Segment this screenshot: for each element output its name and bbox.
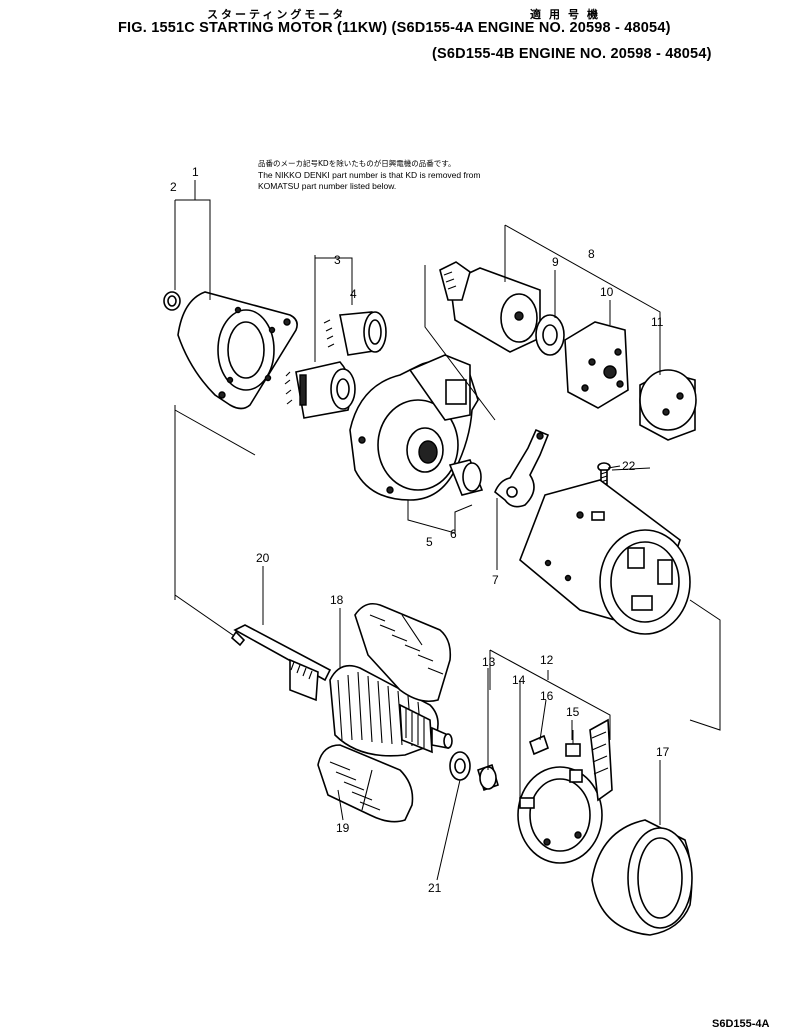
brush (565, 730, 581, 757)
callout-1: 1 (192, 165, 199, 179)
callout-19: 19 (336, 821, 350, 835)
callout-3: 3 (334, 253, 341, 267)
callout-9: 9 (552, 255, 559, 269)
solenoid-washer (535, 314, 565, 356)
field-coil-lower (317, 744, 414, 823)
brush-holder-assembly (517, 718, 613, 864)
shift-lever (494, 428, 550, 508)
yoke-field-frame (519, 479, 691, 635)
note-japanese: 品番のメーカ記号KDを除いたものが日興電機の品番です。 (258, 159, 456, 168)
callout-7: 7 (492, 573, 499, 587)
figure-title-line2: (S6D155-4B ENGINE NO. 20598 - 48054) (432, 46, 712, 62)
japanese-applicable-label: 適用号機 (530, 8, 606, 21)
brush-spring (529, 734, 549, 756)
callout-16: 16 (540, 689, 554, 703)
callout-20: 20 (256, 551, 270, 565)
callout-4: 4 (350, 287, 357, 301)
callout-22: 22 (622, 459, 636, 473)
rear-cover (591, 819, 693, 936)
solenoid-plunger-switch (439, 261, 541, 353)
callout-18: 18 (330, 593, 344, 607)
callout-11: 11 (651, 315, 664, 329)
solenoid-cover (639, 369, 697, 441)
callout-10: 10 (600, 285, 614, 299)
front-housing (177, 291, 298, 410)
solenoid-switch (564, 321, 629, 409)
bushing (163, 291, 181, 311)
callout-5: 5 (426, 535, 433, 549)
callout-15: 15 (566, 705, 580, 719)
callout-21: 21 (428, 881, 442, 895)
japanese-title: スターティングモータ (207, 8, 347, 21)
callout-14: 14 (512, 673, 526, 687)
gear-bushing (448, 459, 484, 496)
callout-2: 2 (170, 180, 177, 194)
pinion-clutch (284, 361, 356, 419)
callout-12: 12 (540, 653, 554, 667)
field-coil-upper (354, 602, 452, 703)
rear-bushing (477, 763, 499, 792)
note-line-2: KOMATSU part number listed below. (258, 181, 397, 191)
thrust-washer (449, 751, 471, 781)
callout-8: 8 (588, 247, 595, 261)
gear-housing (349, 354, 479, 501)
figure-title: FIG. 1551C STARTING MOTOR (11KW) (S6D155… (118, 20, 671, 36)
armature (329, 664, 453, 757)
figure-code: S6D155-4A (712, 1018, 770, 1030)
note-line-1: The NIKKO DENKI part number is that KD i… (258, 170, 481, 180)
pinion-sleeve (323, 311, 387, 356)
armature-gear (289, 658, 319, 702)
callout-17: 17 (656, 745, 670, 759)
callout-6: 6 (450, 527, 457, 541)
callout-13: 13 (482, 655, 496, 669)
